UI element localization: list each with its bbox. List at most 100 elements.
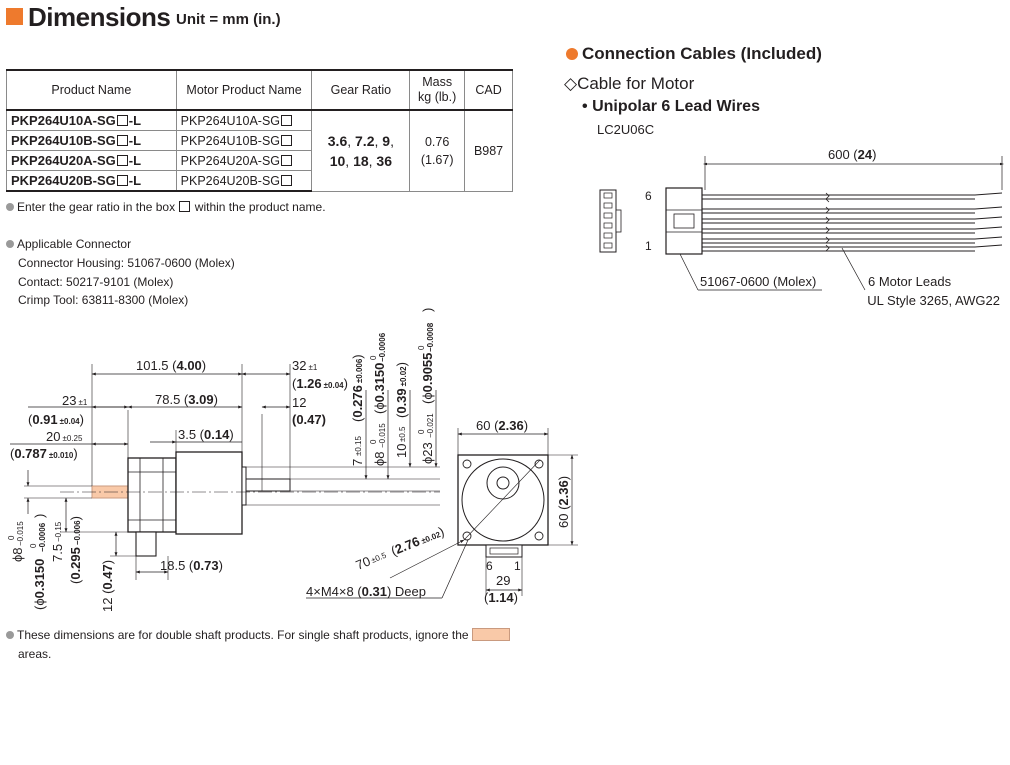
pin-1-label: 1 xyxy=(514,559,521,573)
svg-text:−0.021: −0.021 xyxy=(426,413,435,438)
motor-product-cell: PKP264U10B-SG xyxy=(175,130,313,151)
dim-7-vertical: 7 ±0.15 (0.276±0.006) xyxy=(350,354,365,466)
connector-housing: Connector Housing: 51067-0600 (Molex) xyxy=(18,256,235,270)
svg-text:−0.0006: −0.0006 xyxy=(378,332,387,362)
header-mass-line2: kg (lb.) xyxy=(418,90,457,104)
gear-note-text: within the product name. xyxy=(194,200,326,214)
bullet-icon: • xyxy=(582,98,588,115)
cable-length-dim: 600 (24) xyxy=(828,147,876,162)
diamond-icon: ◇ xyxy=(564,74,578,93)
dim-29: 29 xyxy=(496,573,510,588)
cables-title-text: Connection Cables (Included) xyxy=(582,44,822,63)
footer-text: These dimensions are for double shaft pr… xyxy=(17,628,469,642)
cable-item-text: Unipolar 6 Lead Wires xyxy=(592,98,760,115)
svg-text:−0.0006: −0.0006 xyxy=(38,522,47,552)
bullet-icon xyxy=(6,631,14,639)
dim-phi03150-left: (ϕ0.3150 0 −0.0006 ) xyxy=(29,514,47,610)
table-row: PKP264U10B-SG-L PKP264U10B-SG xyxy=(6,130,513,151)
cable-subtitle-text: Cable for Motor xyxy=(577,74,695,93)
mass-lb: (1.67) xyxy=(420,152,454,167)
page-title: Dimensions xyxy=(28,2,171,32)
dim-70-pcd: 70 ±0.5 (2.76±0.02) xyxy=(354,524,447,573)
motor-body-shape xyxy=(127,457,177,533)
svg-text:−0.15: −0.15 xyxy=(54,521,63,542)
product-name-suffix: -L xyxy=(128,133,142,148)
svg-text:±0.15: ±0.15 xyxy=(354,435,363,456)
motor-front-view xyxy=(457,454,549,558)
svg-text:0: 0 xyxy=(417,429,426,434)
motor-product-prefix: PKP264U10A-SG xyxy=(180,113,281,128)
product-name-prefix: PKP264U10A-SG xyxy=(11,113,116,128)
svg-text:(0.276±0.006): (0.276±0.006) xyxy=(350,354,365,422)
dim-12-vertical: 12 (0.47) xyxy=(100,560,115,612)
cable-diagram: 600 (24) 6 1 51067-0600 (Molex) 6 Motor … xyxy=(599,147,1005,308)
dim-1-26: (1.26±0.04) xyxy=(292,376,348,391)
dim-20: 20±0.25 xyxy=(46,429,83,444)
box-icon xyxy=(281,174,293,186)
dim-0-787: (0.787±0.010) xyxy=(10,446,78,461)
double-shaft-swatch xyxy=(471,628,510,641)
svg-text:60 (2.36): 60 (2.36) xyxy=(556,476,571,528)
svg-text:±0.5: ±0.5 xyxy=(398,426,407,442)
connector-label: 51067-0600 (Molex) xyxy=(700,274,816,289)
motor-product-prefix: PKP264U20B-SG xyxy=(180,173,281,188)
cable-item: • Unipolar 6 Lead Wires xyxy=(582,98,760,116)
product-name-cell: PKP264U10A-SG-L xyxy=(6,109,177,131)
svg-text:ϕ8: ϕ8 xyxy=(10,547,25,562)
header-product-name: Product Name xyxy=(6,69,177,111)
pin-label-6: 6 xyxy=(645,189,652,203)
header-cad: CAD xyxy=(464,69,513,111)
gear-ratio-note: Enter the gear ratio in the box within t… xyxy=(6,199,326,215)
svg-text:7: 7 xyxy=(350,459,365,466)
cables-title: Connection Cables (Included) xyxy=(566,44,822,64)
gear-ratio-value: 36 xyxy=(376,152,392,169)
box-icon xyxy=(116,115,128,126)
product-name-cell: PKP264U10B-SG-L xyxy=(6,130,177,151)
orange-dot-icon xyxy=(566,48,578,60)
output-shaft-shape xyxy=(245,478,291,492)
bullet-icon xyxy=(6,203,14,211)
svg-text:±0.5: ±0.5 xyxy=(370,551,388,565)
dim-3-5: 3.5 (0.14) xyxy=(178,427,234,442)
motor-product-cell: PKP264U20A-SG xyxy=(175,150,313,171)
connector-title: Applicable Connector xyxy=(17,237,132,251)
spec-table: Product Name Motor Product Name Gear Rat… xyxy=(6,69,513,192)
box-icon xyxy=(281,134,293,146)
product-name-suffix: -L xyxy=(128,173,142,188)
dim-101-5: 101.5 (4.00) xyxy=(136,358,206,373)
svg-text:(0.39±0.02): (0.39±0.02) xyxy=(394,362,409,418)
dim-60-vertical: 60 (2.36) xyxy=(556,476,571,528)
motor-side-view xyxy=(60,451,440,557)
box-icon xyxy=(116,175,128,186)
svg-text:): ) xyxy=(420,308,435,312)
header-gear-ratio: Gear Ratio xyxy=(311,69,411,111)
gear-ratio-value: 7.2 xyxy=(355,132,375,149)
header-mass-line1: Mass xyxy=(422,75,453,89)
motor-product-prefix: PKP264U10B-SG xyxy=(180,133,281,148)
dim-7-5-left: 7.5 −0.15 xyxy=(50,521,65,562)
table-row: PKP264U20B-SG -L PKP264U20B-SG xyxy=(6,170,513,192)
dim-12: 12 xyxy=(292,395,306,410)
box-icon xyxy=(179,201,191,212)
product-name-prefix: PKP264U20A-SG xyxy=(11,153,116,168)
mass-cell: 0.76(1.67) xyxy=(409,109,466,192)
cable-part-number: LC2U06C xyxy=(597,122,655,137)
dim-18-5: 18.5 (0.73) xyxy=(160,558,223,573)
dim-1-14: (1.14) xyxy=(484,590,518,605)
table-header-row: Product Name Motor Product Name Gear Rat… xyxy=(6,69,513,111)
connector-crimp-tool: Crimp Tool: 63811-8300 (Molex) xyxy=(18,293,189,307)
bullet-icon xyxy=(6,240,14,248)
product-name-cell: PKP264U20A-SG-L xyxy=(6,150,177,171)
box-icon xyxy=(116,155,128,166)
motor-product-prefix: PKP264U20A-SG xyxy=(180,153,281,168)
pin-6-label: 6 xyxy=(486,559,493,573)
connector-note: Applicable Connector xyxy=(6,236,131,252)
product-name-prefix: PKP264U20B-SG xyxy=(11,173,116,188)
svg-text:0: 0 xyxy=(29,543,38,548)
svg-text:0: 0 xyxy=(369,439,378,444)
gear-note-text: Enter the gear ratio in the box xyxy=(17,200,176,214)
box-icon xyxy=(116,135,128,146)
footer-note-cont: areas. xyxy=(18,647,52,661)
dim-phi23-vertical: ϕ23 0 −0.021 (ϕ0.9055 0 −0.0008 ) xyxy=(417,308,435,464)
